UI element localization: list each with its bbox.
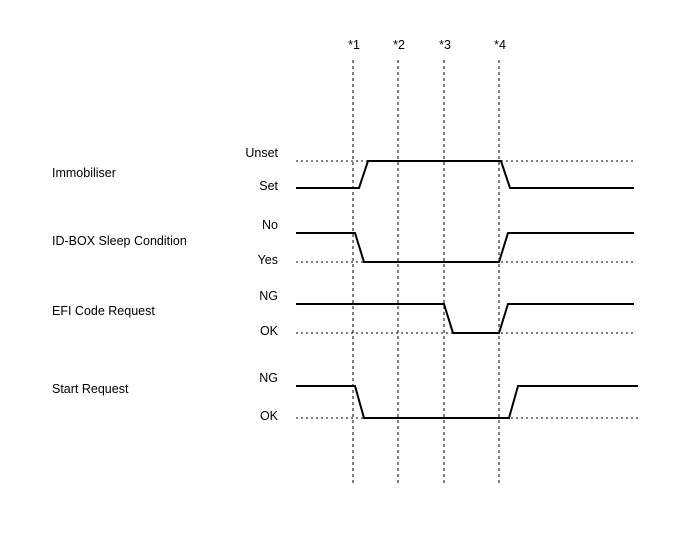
high-level-label: NG: [259, 289, 278, 303]
high-level-label: NG: [259, 371, 278, 385]
low-level-label: Yes: [258, 253, 278, 267]
signal-name: ID-BOX Sleep Condition: [52, 234, 187, 248]
low-level-label: OK: [260, 409, 279, 423]
signal-name: Immobiliser: [52, 166, 116, 180]
high-level-label: Unset: [245, 146, 278, 160]
marker-label: *3: [439, 38, 451, 52]
signal-name: EFI Code Request: [52, 304, 155, 318]
low-level-label: OK: [260, 324, 279, 338]
marker-label: *1: [348, 38, 360, 52]
high-level-label: No: [262, 218, 278, 232]
low-level-label: Set: [259, 179, 278, 193]
marker-label: *2: [393, 38, 405, 52]
signal-waveform: [296, 160, 634, 189]
signal-waveform: [296, 232, 634, 263]
signal-waveform: [296, 303, 634, 334]
signal-name: Start Request: [52, 382, 129, 396]
signal-waveform: [296, 385, 638, 419]
marker-label: *4: [494, 38, 506, 52]
